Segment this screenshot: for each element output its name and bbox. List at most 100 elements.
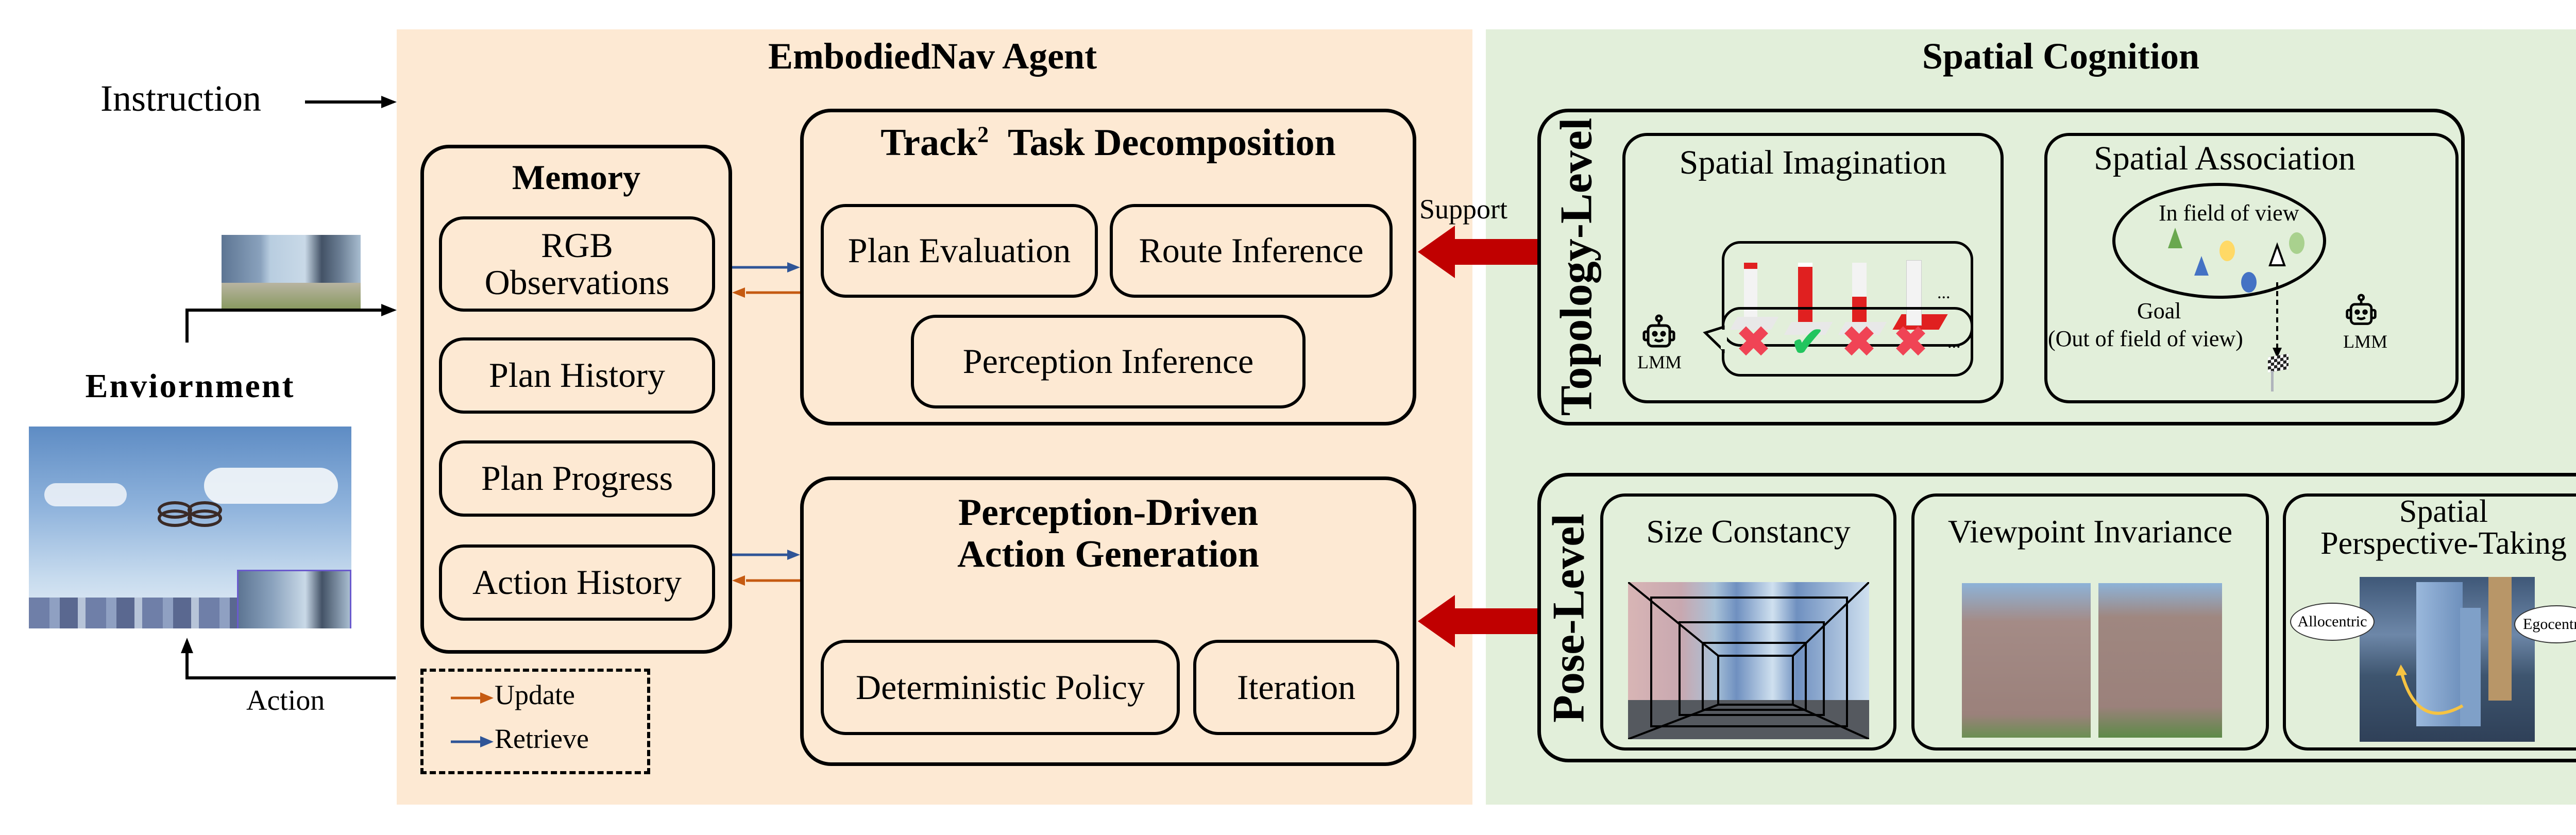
action-arrow: [185, 650, 396, 679]
memory-item-label: Plan History: [489, 355, 665, 395]
candidate-buildings-panel: [1722, 241, 1973, 347]
action-arrowhead: [181, 638, 193, 653]
in-field-of-view-label: In field of view: [2159, 200, 2299, 226]
module-label: Plan Evaluation: [848, 231, 1071, 270]
route-inference-module[interactable]: Route Inference: [1110, 204, 1393, 298]
module-label: Route Inference: [1139, 231, 1364, 270]
memory-item-action-history[interactable]: Action History: [439, 544, 715, 621]
field-of-view-ellipse: [2112, 183, 2326, 299]
support-label: Support: [1419, 194, 1508, 225]
deterministic-policy-module[interactable]: Deterministic Policy: [821, 640, 1180, 735]
cross-icon: ✖: [1893, 320, 1928, 365]
lmm-label: LMM: [2343, 331, 2388, 352]
spatial-imagination-box: [1622, 133, 2004, 403]
module-label: Deterministic Policy: [856, 667, 1145, 707]
flag-pole: [2271, 371, 2274, 391]
legend: [420, 669, 650, 774]
memory-item-plan-history[interactable]: Plan History: [439, 337, 715, 414]
perspective-taking-box[interactable]: [2283, 493, 2576, 751]
building-lower-highlight-icon: [1852, 263, 1867, 325]
title-line-2: Action Generation: [957, 533, 1259, 576]
perspective-shift-arrow: [2399, 669, 2464, 715]
light-green-circle-icon: [2289, 232, 2304, 254]
judgement-marks: ✖ ✔ ✖ ✖ ...: [1731, 319, 1968, 366]
support-arrow-pose: [1418, 595, 1537, 647]
action-generation-box: [800, 476, 1416, 766]
environment-label: Enviornment: [85, 367, 295, 405]
module-label: Perception Inference: [962, 342, 1254, 381]
memory-box: [420, 145, 732, 654]
spatial-association-title: Spatial Association: [2094, 140, 2355, 177]
viewpoint-invariance-box[interactable]: [1911, 493, 2269, 751]
title-prefix: Track: [880, 122, 978, 164]
building-full-highlight-icon: [1798, 263, 1812, 329]
allocentric-label: Allocentric: [2297, 613, 2367, 630]
allocentric-bubble: Allocentric: [2290, 603, 2375, 641]
candidate-buildings: ...: [1730, 258, 1951, 335]
action-label: Action: [246, 685, 325, 717]
perspective-taking-title: Spatial Perspective-Taking: [2320, 494, 2567, 561]
title-suffix: Task Decomposition: [1008, 122, 1336, 164]
goal-label: Goal: [2137, 298, 2181, 323]
topology-level-box: [1537, 109, 2465, 425]
goal-sublabel: (Out of field of view): [2048, 326, 2243, 351]
plan-evaluation-module[interactable]: Plan Evaluation: [821, 204, 1098, 298]
memory-item-rgb-observations[interactable]: RGB Observations: [439, 216, 715, 312]
memory-item-plan-progress[interactable]: Plan Progress: [439, 440, 715, 517]
pose-level-label: Pose-Level: [1544, 514, 1594, 723]
agent-title: EmbodiedNav Agent: [768, 36, 1097, 77]
task-decomposition-title: Track2 Task Decomposition: [800, 121, 1416, 165]
building-view-right: [2098, 583, 2222, 738]
robot-icon: [2344, 294, 2378, 328]
cross-icon: ✖: [1842, 320, 1877, 365]
size-constancy-image: [1628, 582, 1869, 739]
spatial-imagination-title: Spatial Imagination: [1679, 144, 1947, 181]
perception-inference-module[interactable]: Perception Inference: [911, 315, 1306, 408]
yellow-circle-icon: [2219, 241, 2235, 261]
green-triangle-icon: [2168, 228, 2182, 248]
legend-update-arrowhead: [480, 692, 494, 704]
perspective-frames: [1628, 582, 1869, 739]
check-icon: ✔: [1790, 320, 1825, 365]
size-constancy-title: Size Constancy: [1646, 513, 1851, 550]
iteration-module[interactable]: Iteration: [1193, 640, 1399, 735]
ellipsis: ...: [1937, 283, 1951, 302]
pose-level-box: [1537, 473, 2576, 762]
memory-item-label: Plan Progress: [481, 458, 673, 498]
ellipsis: ...: [1947, 333, 1961, 352]
title-line-1: Perception-Driven: [958, 491, 1259, 534]
embodiednav-agent-panel: [397, 29, 1472, 805]
retrieve-arrowhead-bottom: [787, 550, 800, 560]
blue-triangle-icon: [2194, 256, 2209, 276]
update-arrowhead-bottom: [732, 575, 745, 586]
perspective-taking-image: [2360, 577, 2535, 742]
legend-update-label: Update: [495, 679, 575, 710]
observation-arrowhead: [381, 304, 397, 316]
spatial-association-box: [2044, 133, 2459, 403]
title-superscript: 2: [977, 122, 989, 147]
memory-item-label: RGB Observations: [484, 226, 670, 302]
legend-retrieve-label: Retrieve: [495, 723, 589, 754]
memory-title: Memory: [512, 158, 641, 197]
viewpoint-invariance-title: Viewpoint Invariance: [1947, 513, 2233, 550]
egocentric-bubble: Egocentric: [2514, 605, 2576, 643]
building-top-highlight-icon: [1744, 263, 1757, 326]
legend-retrieve-arrowhead: [480, 736, 494, 747]
instruction-label: Instruction: [100, 78, 261, 119]
support-arrow-topology: [1418, 226, 1537, 278]
building-view-left: [1962, 583, 2091, 738]
memory-item-label: Action History: [472, 563, 682, 602]
size-constancy-box[interactable]: [1600, 493, 1896, 751]
retrieve-arrowhead-top: [787, 262, 800, 272]
observation-inset: [237, 570, 351, 628]
cross-icon: ✖: [1736, 320, 1771, 365]
robot-icon: [1641, 314, 1677, 350]
lmm-label: LMM: [1637, 352, 1682, 372]
blue-circle-icon: [2241, 272, 2257, 293]
task-decomposition-box: [800, 109, 1416, 425]
cognition-title: Spatial Cognition: [1922, 36, 2200, 77]
